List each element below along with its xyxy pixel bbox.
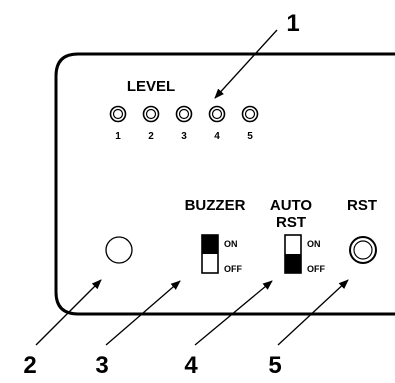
led-number-5: 5 xyxy=(247,131,253,142)
panel-opening xyxy=(105,236,133,264)
level-label: LEVEL xyxy=(127,78,175,95)
rst-button[interactable] xyxy=(349,236,377,264)
buzzer-on-label: ON xyxy=(224,239,238,249)
callout-number-1: 1 xyxy=(286,10,299,37)
auto-rst-switch-lever xyxy=(285,254,301,273)
callout-number-4: 4 xyxy=(184,352,198,379)
auto-rst-off-label: OFF xyxy=(307,264,325,274)
callout-arrow-4 xyxy=(194,280,273,346)
buzzer-label: BUZZER xyxy=(185,197,246,214)
level-led-5: 5 xyxy=(241,105,259,142)
callout-number-3: 3 xyxy=(95,352,108,379)
led-number-2: 2 xyxy=(148,131,154,142)
callout-number-2: 2 xyxy=(23,352,36,379)
led-number-4: 4 xyxy=(214,131,220,142)
callout-number-5: 5 xyxy=(268,352,281,379)
rst-label: RST xyxy=(347,197,377,214)
auto-rst-switch[interactable] xyxy=(284,234,302,274)
buzzer-switch[interactable] xyxy=(201,234,219,274)
buzzer-off-label: OFF xyxy=(224,264,242,274)
level-led-2: 2 xyxy=(142,105,160,142)
callout-arrow-5 xyxy=(277,279,349,346)
panel-outline xyxy=(54,52,395,316)
callout-arrow-1 xyxy=(214,29,278,99)
buzzer-switch-lever xyxy=(202,235,218,254)
callout-arrow-3 xyxy=(105,280,181,346)
auto-rst-label-line2: RST xyxy=(276,214,306,231)
level-led-4: 4 xyxy=(208,105,226,142)
level-led-1: 1 xyxy=(109,105,127,142)
level-led-3: 3 xyxy=(175,105,193,142)
led-number-1: 1 xyxy=(115,131,121,142)
auto-rst-on-label: ON xyxy=(307,239,321,249)
callout-arrow-2 xyxy=(35,279,102,346)
auto-rst-label-line1: AUTO xyxy=(270,197,313,214)
led-number-3: 3 xyxy=(181,131,187,142)
